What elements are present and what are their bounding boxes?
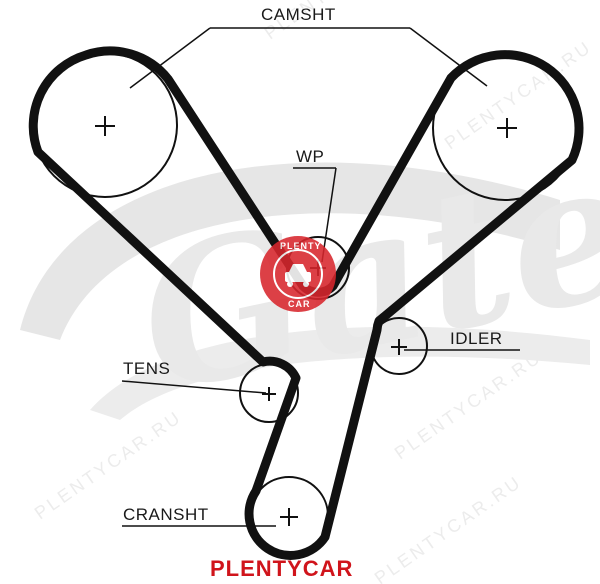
camshaft-right-center-icon xyxy=(497,118,517,138)
idler-label: IDLER xyxy=(450,329,503,348)
tensioner-label: TENS xyxy=(123,359,170,378)
wp-leader-vertical xyxy=(321,167,337,263)
plentycar-stamp: PLENTY CAR xyxy=(260,236,336,312)
gates-swoosh xyxy=(20,162,560,340)
camshaft-leader-left xyxy=(129,27,211,89)
crankshaft-center-icon xyxy=(280,508,298,526)
idler-center-icon xyxy=(391,339,407,355)
tensioner-center-icon xyxy=(262,387,276,401)
camshaft-label: CAMSHT xyxy=(261,5,336,24)
stamp-top-text: PLENTY xyxy=(280,241,322,251)
stamp-inner-ring xyxy=(273,249,323,299)
crankshaft-label: CRANSHT xyxy=(123,505,209,524)
camshaft-leader-right xyxy=(409,27,488,87)
stamp-bottom-text: CAR xyxy=(288,299,311,309)
watermark-text: PLENTYCAR.RU xyxy=(371,471,526,584)
brand-caption: PLENTYCAR xyxy=(210,556,353,581)
camshaft-left-center-icon xyxy=(95,116,115,136)
water-pump-label: WP xyxy=(296,147,324,166)
car-icon xyxy=(285,264,311,287)
tens-leader xyxy=(121,380,267,394)
